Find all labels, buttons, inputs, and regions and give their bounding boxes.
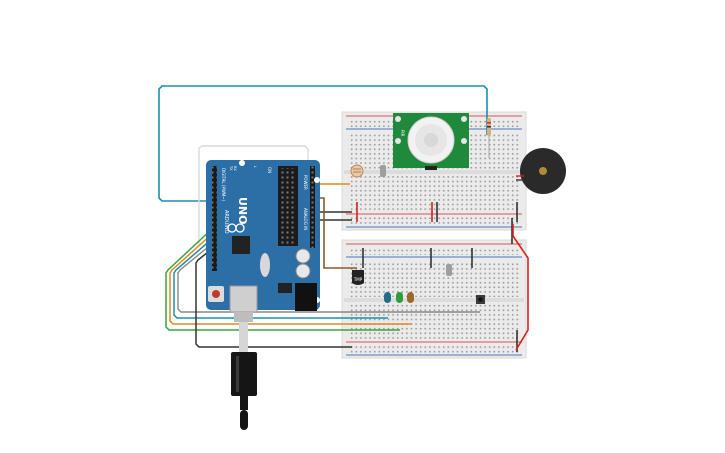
wire-brown-temp[interactable]: [318, 197, 357, 269]
arduino-logo-icon: [227, 223, 245, 233]
board-name-label: UNO: [236, 197, 249, 225]
pushbutton[interactable]: [476, 295, 485, 304]
tx-label: TX: [229, 165, 233, 171]
temperature-sensor[interactable]: TMP: [352, 270, 364, 285]
led-brown[interactable]: [407, 292, 414, 303]
wire-black-top[interactable]: [198, 145, 309, 245]
photoresistor[interactable]: [350, 164, 364, 178]
breadboard-bottom[interactable]: [341, 239, 527, 359]
led-green[interactable]: [396, 292, 403, 303]
digital-header-label: DIGITAL (PWM~): [221, 168, 226, 202]
power-header-label: POWER: [303, 175, 308, 190]
wire-teal-led[interactable]: [173, 237, 388, 319]
rx-label: RX: [233, 166, 237, 171]
on-label: ON: [267, 167, 272, 173]
resistor-pir[interactable]: [487, 118, 491, 158]
resistor-bottom[interactable]: [446, 264, 452, 276]
l-label: L: [253, 166, 257, 168]
pir-label: PIR: [400, 130, 405, 137]
wire-blue-loop[interactable]: [158, 85, 488, 202]
arduino-uno-board[interactable]: UNO ARDUINO ON DIGITAL (PWM~) POWER ANAL…: [206, 160, 320, 311]
wire-green-led[interactable]: [165, 227, 400, 331]
wire-black-ground[interactable]: [195, 247, 352, 348]
usb-port: [229, 285, 258, 322]
breadboard-jumpers[interactable]: [356, 202, 529, 352]
led-blue[interactable]: [384, 292, 391, 303]
resistor-top[interactable]: [380, 165, 386, 177]
wire-orange-led[interactable]: [169, 232, 412, 325]
analog-header-label: ANALOG IN: [303, 208, 308, 230]
brand-label: ARDUINO: [223, 210, 229, 234]
tmp-label: TMP: [353, 277, 363, 282]
usb-cable[interactable]: [231, 322, 257, 430]
pir-sensor[interactable]: PIR: [393, 113, 469, 170]
piezo-buzzer[interactable]: [516, 148, 566, 194]
